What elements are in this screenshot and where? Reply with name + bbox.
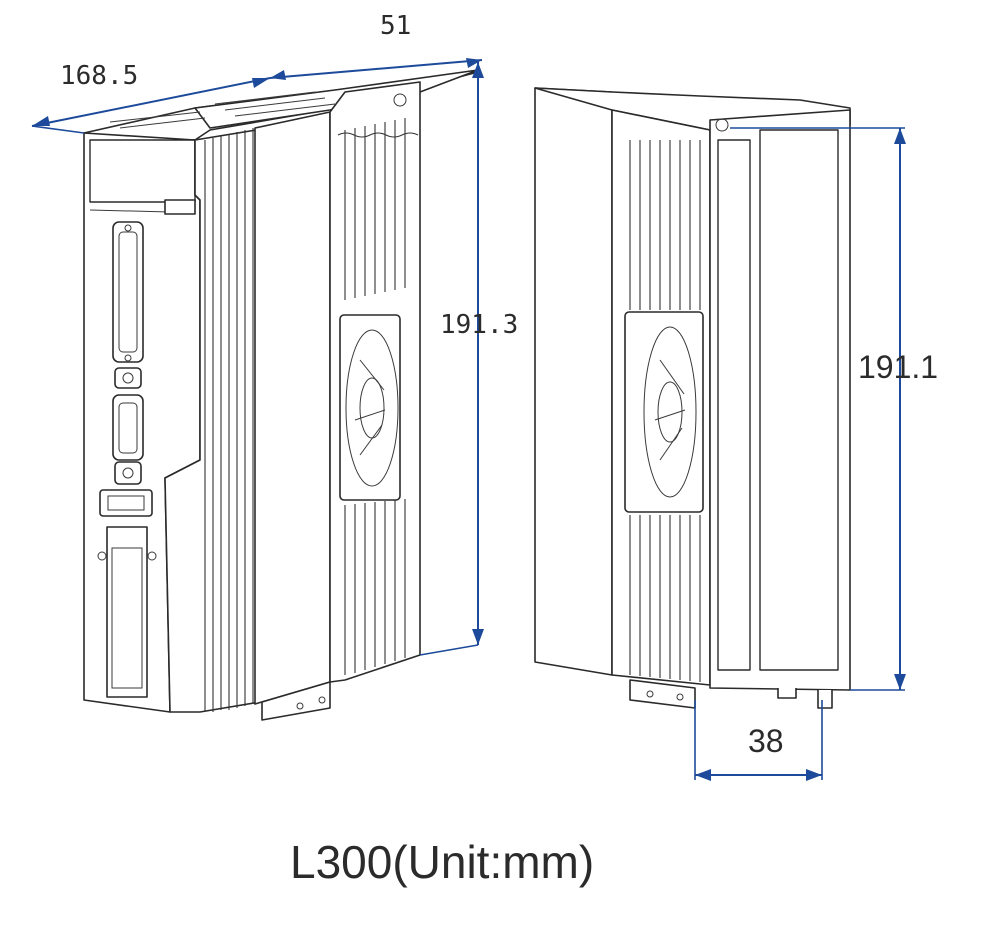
back-fins-top bbox=[337, 118, 419, 300]
terminal-slot bbox=[97, 526, 157, 698]
bottom-mount-bracket bbox=[261, 681, 331, 721]
width-label: 51 bbox=[380, 11, 411, 41]
mount-hole-right-top bbox=[715, 118, 729, 132]
right-view bbox=[534, 87, 851, 709]
right-back-fins-top bbox=[629, 140, 701, 310]
dimension-height-right bbox=[730, 127, 906, 691]
dimension-mount-width bbox=[694, 700, 823, 781]
front-latch bbox=[164, 199, 196, 215]
left-side-plate bbox=[254, 111, 331, 705]
depth-label: 168.5 bbox=[60, 61, 138, 91]
db-connector-medium bbox=[112, 394, 144, 461]
dimension-height-left bbox=[419, 62, 484, 656]
right-fan-icon bbox=[624, 311, 704, 513]
drawing-caption: L300(Unit:mm) bbox=[290, 836, 594, 888]
height-right-label: 191.1 bbox=[858, 349, 938, 385]
dimension-width bbox=[269, 58, 483, 80]
connector-small-2 bbox=[114, 461, 142, 485]
right-mount-plate bbox=[709, 109, 851, 691]
usb-connector bbox=[99, 489, 153, 517]
right-side-body bbox=[534, 87, 613, 676]
mount-width-label: 38 bbox=[748, 723, 784, 759]
top-grille bbox=[109, 91, 336, 129]
fan-icon bbox=[339, 314, 401, 501]
mount-plate-slot-right bbox=[759, 129, 839, 671]
dimension-depth bbox=[31, 77, 271, 134]
mount-hole-top bbox=[393, 93, 407, 107]
left-view bbox=[83, 69, 479, 721]
mount-plate-slot-left bbox=[717, 139, 751, 671]
connector-small-1 bbox=[114, 367, 142, 389]
back-fins-bottom bbox=[344, 499, 406, 675]
height-left-label: 191.3 bbox=[440, 310, 518, 340]
vertical-fins bbox=[204, 128, 254, 712]
db-connector-large bbox=[112, 221, 144, 363]
right-back-fins-bottom bbox=[629, 515, 701, 682]
